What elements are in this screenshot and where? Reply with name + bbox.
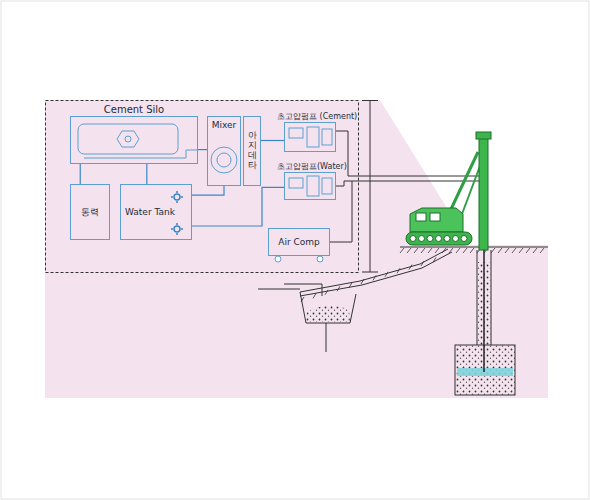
equipment-box: 초고압펌프(Water) [284,172,336,200]
box-heading: 초고압펌프 (Cement) [277,112,357,121]
hose-line [330,131,480,242]
pump-drawing [289,127,332,196]
ground-hatch [301,248,544,302]
equipment-box: 초고압펌프 (Cement) [284,122,336,152]
pipe-connector [261,140,284,141]
equipment-box: 아지데타 [243,116,261,186]
background-panel [45,100,548,398]
box-heading: Cement Silo [104,104,165,116]
box-label: Water Tank [125,207,175,217]
mixer-drum [211,147,237,173]
pipe-connector [80,164,81,184]
bracket-line [362,100,378,272]
pipe-connector [146,164,147,184]
compressor-wheel [275,256,323,262]
drill-rig [406,132,491,250]
box-label: Mixer [212,120,237,130]
equipment-box: Water Tank [120,184,192,240]
sky-region [380,100,548,245]
slurry-pit [306,305,350,322]
equipment-box: 동력 [70,184,110,240]
pipe-connector [198,149,207,150]
plant-boundary [46,101,359,273]
drill-rod [483,250,485,372]
pipe-connector [192,187,284,226]
equipment-box: Mixer [207,116,241,186]
pipe-connector [192,186,224,195]
box-label: 아지데타 [248,131,257,171]
ground-line [258,247,548,352]
grout-column [455,345,515,395]
jet-band [457,368,513,376]
box-heading: 초고압펌프(Water) [277,162,347,171]
silo-drawing [78,124,198,158]
equipment-box: Air Comp [268,228,330,256]
box-label: Air Comp [278,237,320,247]
box-label: 동력 [81,207,99,217]
equipment-box: Cement Silo [70,116,198,164]
